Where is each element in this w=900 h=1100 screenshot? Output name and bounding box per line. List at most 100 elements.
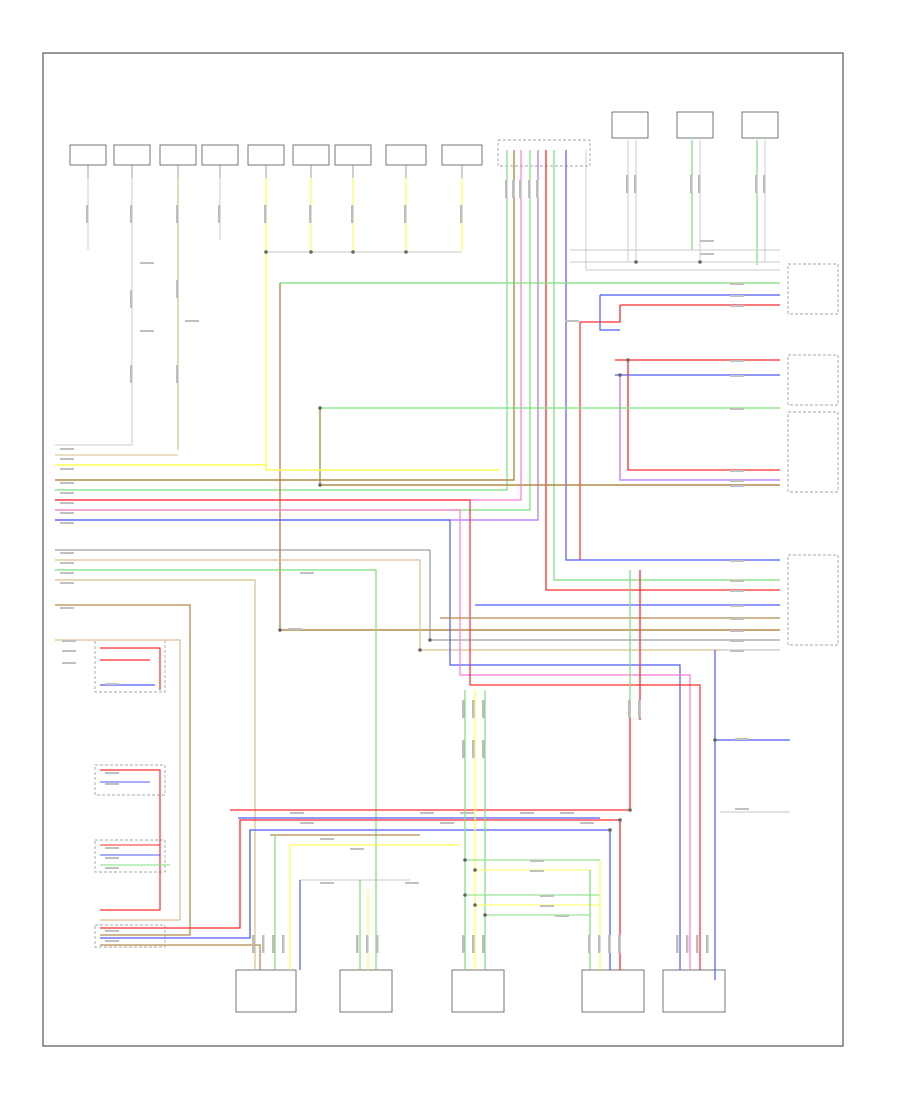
wire-label-mark [608, 935, 611, 953]
component-box-right-4 [787, 554, 839, 646]
wire-network [55, 140, 790, 980]
wire-label-mark [730, 408, 744, 410]
component-box-top-10 [497, 139, 591, 167]
component-box-top-4 [201, 144, 239, 166]
wire-green-17 [553, 150, 780, 581]
wire-label-mark [60, 512, 74, 514]
wire-label-mark [686, 935, 689, 953]
component-group-top [69, 139, 591, 167]
wire-label-mark [730, 650, 744, 652]
component-group-bottom [235, 969, 726, 1013]
wire-label-mark [540, 895, 554, 897]
wire-pink-50 [55, 509, 691, 970]
wire-label-mark [512, 180, 515, 198]
junction-dot [634, 260, 638, 264]
junction-dot [626, 358, 630, 362]
wire-label-mark [366, 935, 369, 953]
wire-label-mark [520, 812, 534, 814]
wire-label-mark [706, 935, 709, 953]
wire-label-mark [60, 482, 74, 484]
component-box-top-5 [247, 144, 285, 166]
wire-label-mark [288, 628, 302, 630]
wire-label-mark [730, 640, 744, 642]
junction-dot [483, 913, 487, 917]
wire-label-mark [105, 940, 119, 942]
wire-blue-70 [100, 829, 611, 970]
junction-dot [404, 250, 408, 254]
wire-label-mark [420, 812, 434, 814]
diagram-frame [42, 52, 844, 1047]
wire-label-mark [638, 700, 641, 718]
wire-labels [60, 175, 766, 953]
wire-red-69 [100, 819, 621, 970]
wire-blue-34 [599, 295, 620, 331]
junction-dot [278, 628, 282, 632]
wire-brown-48 [55, 604, 191, 936]
wire-label-mark [130, 365, 133, 383]
wire-label-mark [472, 935, 475, 953]
wire-red-72 [230, 700, 631, 811]
wire-label-mark [60, 502, 74, 504]
wire-label-mark [698, 175, 701, 193]
component-box-left-4 [94, 924, 166, 948]
wire-label-mark [60, 552, 74, 554]
wire-label-mark [530, 860, 544, 862]
component-box-bottom-3 [451, 969, 505, 1013]
wire-label-mark [626, 175, 629, 193]
wire-label-mark [272, 935, 275, 953]
wire-label-mark [730, 580, 744, 582]
wire-tan-47 [55, 579, 256, 970]
wire-label-mark [460, 205, 463, 223]
wire-label-mark [462, 935, 465, 953]
junction-dot [463, 893, 467, 897]
wire-label-mark [105, 847, 119, 849]
wire-label-mark [176, 365, 179, 383]
junction-dots [264, 250, 717, 917]
wire-label-mark [696, 935, 699, 953]
wire-label-mark [735, 738, 749, 740]
wire-brown-12 [55, 150, 515, 481]
wire-label-mark [350, 848, 364, 850]
wire-label-mark [252, 935, 255, 953]
junction-dot [351, 250, 355, 254]
wire-label-mark [62, 650, 76, 652]
wire-green-14 [55, 150, 531, 511]
component-box-left-2 [94, 764, 166, 796]
wire-label-mark [472, 700, 475, 718]
wire-label-mark [176, 205, 179, 223]
component-box-right-1 [787, 263, 839, 315]
wire-green-46 [55, 569, 377, 970]
wire-label-mark [300, 572, 314, 574]
wire-label-mark [730, 470, 744, 472]
wire-label-mark [86, 205, 89, 223]
component-box-top-8 [385, 144, 427, 166]
wire-label-mark [218, 205, 221, 223]
wire-label-mark [505, 180, 508, 198]
component-box-bottom-5 [662, 969, 726, 1013]
component-box-top-2 [113, 144, 151, 166]
wire-label-mark [730, 360, 744, 362]
wire-red-64 [100, 769, 161, 911]
wire-label-mark [730, 480, 744, 482]
wire-label-mark [356, 935, 359, 953]
junction-dot [473, 868, 477, 872]
component-group-right [787, 263, 839, 646]
wire-label-mark [560, 812, 574, 814]
component-box-right-2 [787, 354, 839, 406]
wire-label-mark [460, 812, 474, 814]
wire-label-mark [676, 935, 679, 953]
component-box-top-3 [159, 144, 197, 166]
junction-dot [618, 818, 622, 822]
wire-label-mark [730, 305, 744, 307]
wire-label-mark [105, 772, 119, 774]
wire-label-mark [690, 175, 693, 193]
wire-brown-40 [319, 408, 780, 486]
wire-label-mark [700, 240, 714, 242]
wire-label-mark [351, 205, 354, 223]
wire-label-mark [105, 930, 119, 932]
wire-label-mark [528, 180, 531, 198]
wire-label-mark [176, 280, 179, 298]
wire-label-mark [462, 740, 465, 758]
wire-green-11 [55, 150, 508, 491]
